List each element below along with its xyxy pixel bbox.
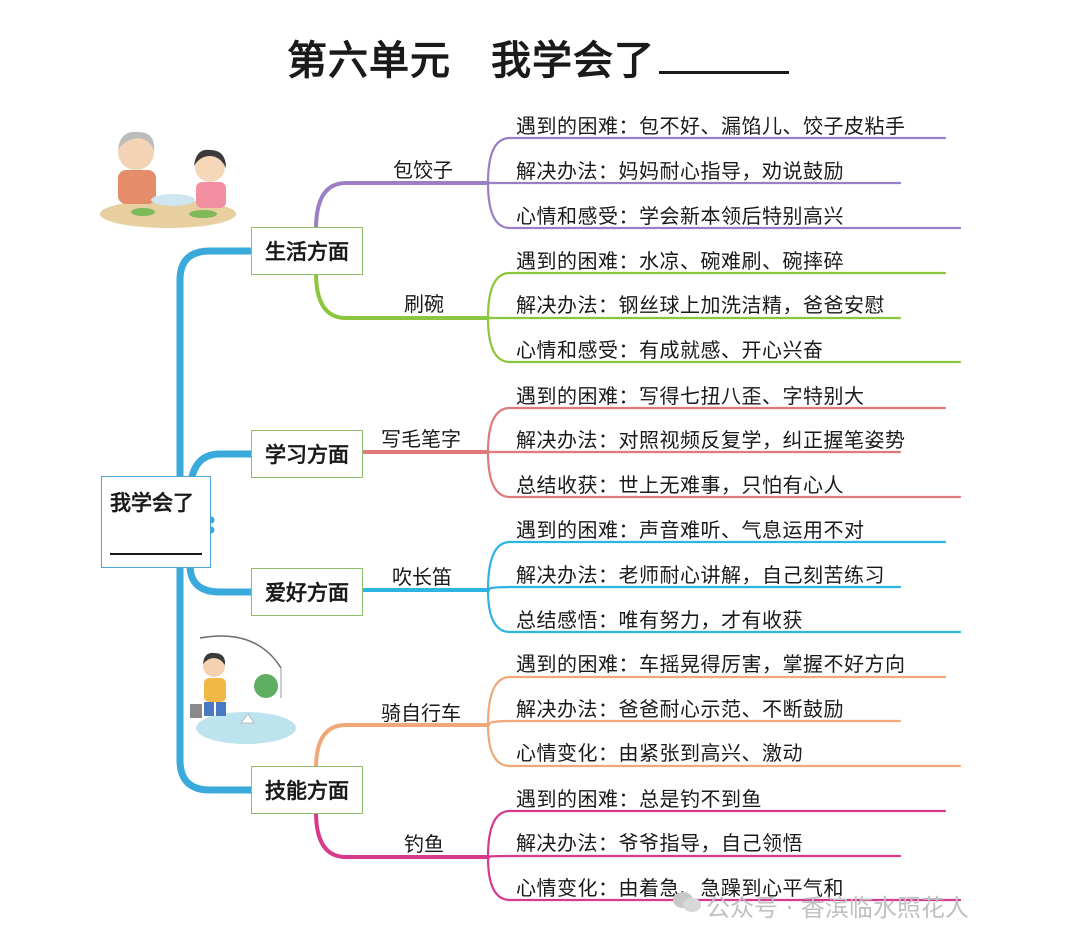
detail-line-flute-2 — [486, 588, 962, 634]
detail-item: 解决办法：爸爸耐心示范、不断鼓励 — [516, 697, 844, 721]
detail-item: 总结感悟：唯有努力，才有收获 — [516, 608, 803, 632]
detail-item: 解决办法：爷爷指导，自己领悟 — [516, 831, 803, 855]
detail-line-fishing-0 — [486, 809, 947, 859]
detail-item: 遇到的困难：包不好、漏馅儿、饺子皮粘手 — [516, 114, 906, 138]
detail-item: 心情变化：由紧张到高兴、激动 — [516, 741, 803, 765]
detail-line-flute-0 — [486, 540, 947, 592]
topic-calligraphy: 写毛笔字 — [381, 427, 461, 451]
topic-bicycle: 骑自行车 — [381, 701, 461, 725]
topic-dumplings: 包饺子 — [393, 158, 453, 182]
detail-item: 遇到的困难：水凉、碗难刷、碗摔碎 — [516, 249, 844, 273]
topic-flute: 吹长笛 — [392, 565, 452, 589]
branch-dishes — [314, 271, 490, 320]
root-blank-line — [110, 553, 202, 555]
detail-item: 遇到的困难：写得七扭八歪、字特别大 — [516, 384, 865, 408]
topic-wash-dishes: 刷碗 — [404, 292, 444, 316]
detail-line-calligraphy-2 — [486, 450, 962, 499]
detail-line-calligraphy-0 — [486, 406, 947, 454]
detail-line-dumplings-0 — [486, 136, 947, 185]
title-heading: 我学会了 — [491, 38, 655, 84]
title-blank-line — [659, 41, 789, 74]
dumpling-illustration — [100, 131, 236, 228]
root-label: 我学会了 — [110, 491, 194, 515]
category-label: 技能方面 — [265, 779, 349, 803]
detail-line-fishing-1 — [486, 854, 902, 859]
root-to-skill-connector — [176, 486, 255, 794]
category-label: 爱好方面 — [265, 581, 349, 605]
watermark-text: 公众号 · 香滨临水照花人 — [706, 894, 969, 922]
page-title: 第六单元我学会了 — [287, 28, 789, 86]
detail-item: 心情和感受：学会新本领后特别高兴 — [516, 204, 844, 228]
detail-item: 解决办法：对照视频反复学，纠正握笔姿势 — [516, 428, 906, 452]
detail-line-bicycle-2 — [486, 723, 962, 768]
detail-item: 遇到的困难：总是钓不到鱼 — [516, 787, 762, 811]
root-node: 我学会了 — [101, 476, 211, 568]
detail-line-fishing-2 — [486, 855, 962, 902]
category-study: 学习方面 — [251, 430, 363, 478]
category-skill: 技能方面 — [251, 766, 363, 814]
branch-fishing — [314, 810, 490, 859]
branch-dumplings — [314, 181, 490, 231]
detail-item: 解决办法：钢丝球上加洗洁精，爸爸安慰 — [516, 293, 885, 317]
branch-bicycle — [314, 723, 490, 770]
detail-item: 遇到的困难：声音难听、气息运用不对 — [516, 518, 865, 542]
category-label: 生活方面 — [265, 240, 349, 264]
detail-item: 解决办法：妈妈耐心指导，劝说鼓励 — [516, 159, 844, 183]
detail-item: 心情和感受：有成就感、开心兴奋 — [516, 338, 824, 362]
detail-line-dishes-0 — [486, 271, 947, 320]
detail-line-dumplings-2 — [486, 181, 962, 230]
detail-line-bicycle-0 — [486, 675, 947, 727]
category-hobby: 爱好方面 — [251, 568, 363, 616]
title-unit: 第六单元 — [287, 38, 451, 84]
detail-line-dishes-2 — [486, 316, 962, 364]
wechat-icon — [673, 892, 701, 912]
category-label: 学习方面 — [265, 443, 349, 467]
detail-item: 总结收获：世上无难事，只怕有心人 — [516, 473, 844, 497]
fishing-illustration — [190, 635, 296, 744]
category-life: 生活方面 — [251, 227, 363, 275]
detail-item: 解决办法：老师耐心讲解，自己刻苦练习 — [516, 563, 885, 587]
topic-fishing: 钓鱼 — [404, 832, 444, 856]
detail-item: 遇到的困难：车摇晃得厉害，掌握不好方向 — [516, 652, 906, 676]
